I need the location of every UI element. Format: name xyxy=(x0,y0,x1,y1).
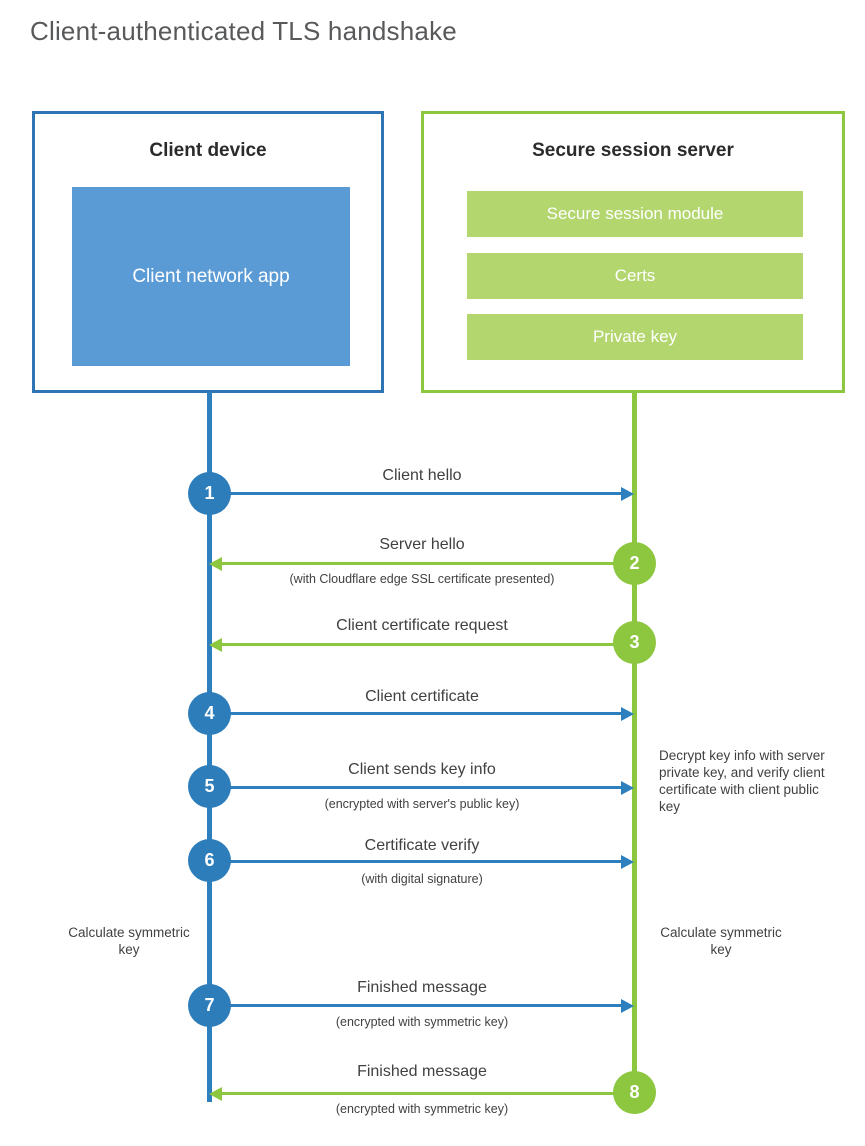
step-badge-5[interactable]: 5 xyxy=(188,765,231,808)
step-7-sublabel: (encrypted with symmetric key) xyxy=(335,1015,509,1029)
server-lifeline xyxy=(632,392,637,1093)
step-badge-8[interactable]: 8 xyxy=(613,1071,656,1114)
step-badge-4[interactable]: 4 xyxy=(188,692,231,735)
step-8-arrow-line xyxy=(222,1092,634,1095)
server-calculate-symmetric-key-note: Calculate symmetric key xyxy=(660,925,782,957)
client-device-title: Client device xyxy=(149,140,267,161)
step-8-arrow-head xyxy=(209,1087,222,1101)
step-2-arrow-head xyxy=(209,557,222,571)
client-lifeline xyxy=(207,392,212,1102)
step-badge-6[interactable]: 6 xyxy=(188,839,231,882)
step-3-label: Client certificate request xyxy=(336,617,508,634)
client-device-box: Client device Client network app xyxy=(32,111,384,393)
step-5-sublabel: (encrypted with server's public key) xyxy=(324,797,520,811)
step-badge-3[interactable]: 3 xyxy=(613,621,656,664)
step-7-arrow-line xyxy=(210,1004,622,1007)
step-4-label: Client certificate xyxy=(365,688,479,705)
step-7-label: Finished message xyxy=(357,979,487,996)
step-8-label: Finished message xyxy=(357,1063,487,1080)
step-badge-7[interactable]: 7 xyxy=(188,984,231,1027)
client-calculate-symmetric-key-note: Calculate symmetric key xyxy=(68,925,190,957)
step-1-label: Client hello xyxy=(382,467,462,484)
step-3-arrow-head xyxy=(209,638,222,652)
step-1-arrow-line xyxy=(210,492,622,495)
step-4-arrow-line xyxy=(210,712,622,715)
server-decrypt-note: Decrypt key info with server private key… xyxy=(659,748,825,814)
step-5-arrow-line xyxy=(210,786,622,789)
secure-session-server-box: Secure session server Secure session mod… xyxy=(421,111,845,393)
step-5-arrow-head xyxy=(621,781,634,795)
step-5-label: Client sends key info xyxy=(348,761,496,778)
step-6-sublabel: (with digital signature) xyxy=(361,872,483,886)
client-network-app-block: Client network app xyxy=(72,187,350,366)
step-6-arrow-line xyxy=(210,860,622,863)
step-8-sublabel: (encrypted with symmetric key) xyxy=(335,1102,509,1116)
secure-session-server-title: Secure session server xyxy=(532,140,734,161)
step-7-arrow-head xyxy=(621,999,634,1013)
step-badge-1[interactable]: 1 xyxy=(188,472,231,515)
step-4-arrow-head xyxy=(621,707,634,721)
step-6-label: Certificate verify xyxy=(364,837,480,854)
step-3-arrow-line xyxy=(222,643,634,646)
page-title: Client-authenticated TLS handshake xyxy=(30,16,457,46)
step-1-arrow-head xyxy=(621,487,634,501)
step-badge-2[interactable]: 2 xyxy=(613,542,656,585)
step-6-arrow-head xyxy=(621,855,634,869)
server-module-private-key: Private key xyxy=(467,314,803,360)
step-2-sublabel: (with Cloudflare edge SSL certificate pr… xyxy=(289,572,555,586)
step-2-label: Server hello xyxy=(379,536,465,553)
server-module-secure-session-module: Secure session module xyxy=(467,191,803,237)
server-module-certs: Certs xyxy=(467,253,803,299)
step-2-arrow-line xyxy=(222,562,634,565)
